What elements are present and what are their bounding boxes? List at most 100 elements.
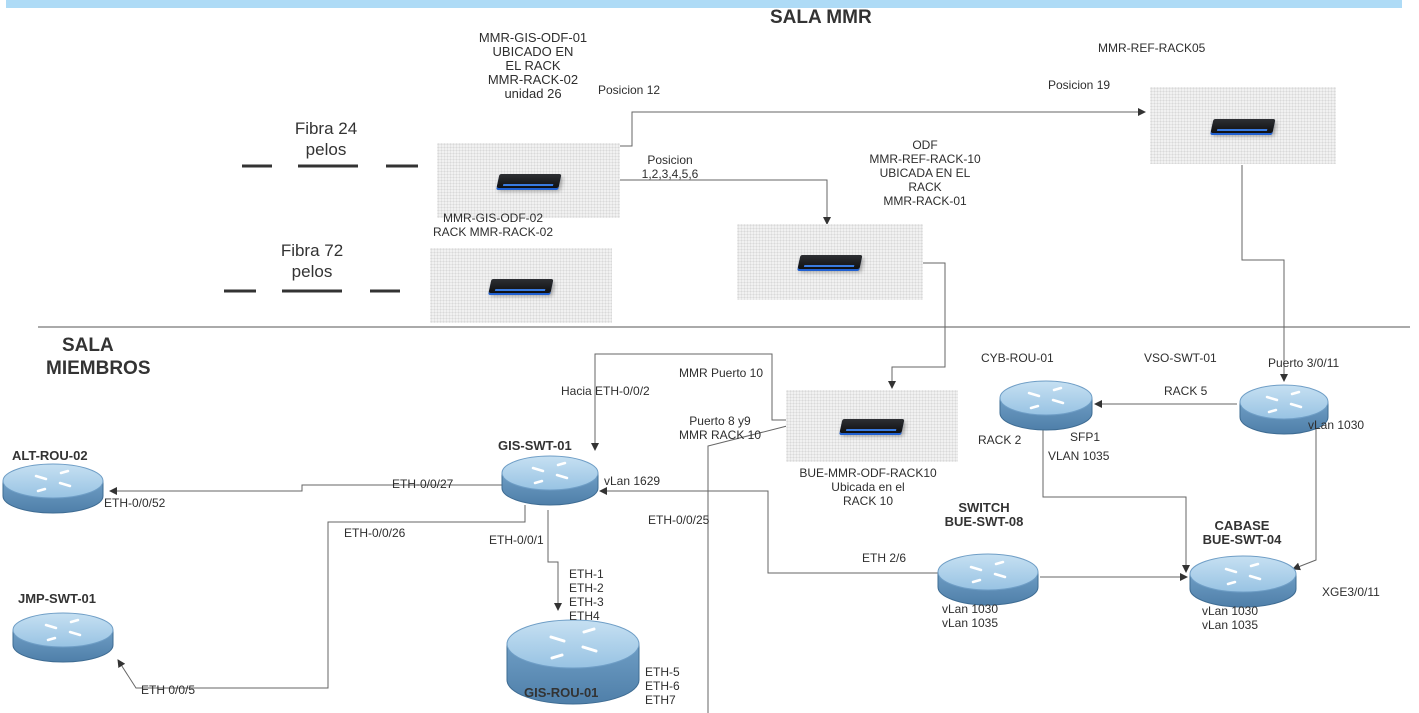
fiber-label-line: pelos	[291, 262, 333, 281]
odf-gis-02-box	[430, 248, 612, 323]
label-eth-0-0-5: ETH 0/0/5	[141, 683, 196, 697]
label-line: ETH7	[645, 693, 676, 707]
label-line: vLan 1030	[941, 602, 999, 616]
fiber-label-line: Fibra 24	[294, 119, 358, 138]
label-xge: XGE3/0/11	[1322, 585, 1380, 599]
label-eth-2-6: ETH 2/6	[862, 551, 907, 565]
fiber-label-line: Fibra 72	[280, 241, 344, 260]
device-label-vso-swt-01: VSO-SWT-01	[1144, 351, 1217, 365]
label-line: unidad 26	[504, 86, 562, 101]
switch-icon	[1189, 555, 1297, 608]
odf-bue-rack10-box	[786, 390, 958, 462]
label-line: UBICADA EN EL	[879, 166, 971, 180]
link-gis-swt-to-alt	[109, 484, 505, 495]
odf-device-icon	[496, 173, 561, 188]
fiber-label-line: pelos	[305, 140, 347, 159]
label-line: vLan 1035	[1201, 618, 1259, 632]
label-eth-1-4: ETH-1 ETH-2 ETH-3 ETH4	[569, 567, 604, 623]
label-line: 1,2,3,4,5,6	[641, 167, 699, 181]
odf-device-icon	[797, 255, 863, 269]
link-cyb-to-bue04	[1042, 420, 1190, 573]
device-label-bue-swt-08: SWITCH BUE-SWT-08	[945, 501, 1024, 529]
label-line: MMR-GIS-ODF-02	[442, 211, 543, 225]
label-posicion-1-6: Posicion 1,2,3,4,5,6	[642, 153, 699, 181]
link-odf01-to-rack10	[620, 179, 831, 225]
label-line: RACK	[908, 180, 942, 194]
label-line: ETH-2	[569, 581, 604, 595]
section-title-miembros: SALA MIEMBROS	[46, 334, 151, 380]
switch-icon	[1239, 384, 1329, 435]
odf-gis-01-box	[437, 143, 620, 218]
label-vlan-1629: vLan 1629	[604, 474, 661, 488]
label-eth-0-0-52: ETH-0/0/52	[104, 496, 166, 510]
odf-device-icon	[488, 278, 554, 293]
odf-ref-rack10-label: ODF MMR-REF-RACK-10 UBICADA EN EL RACK M…	[869, 138, 980, 208]
label-line: RACK MMR-RACK-02	[432, 225, 554, 239]
label-line: ODF	[912, 138, 938, 152]
label-line: BUE-MMR-ODF-RACK10	[799, 466, 937, 480]
label-eth-5-7: ETH-5 ETH-6 ETH7	[645, 665, 680, 707]
switch-icon	[12, 612, 114, 663]
section-title-line: MIEMBROS	[46, 358, 151, 379]
label-line: ETH-1	[569, 567, 604, 581]
link-vso-to-bue04	[1292, 424, 1317, 571]
label-rack-2: RACK 2	[978, 433, 1022, 447]
label-line: EL RACK	[505, 58, 561, 73]
device-label-cyb-rou-01: CYB-ROU-01	[981, 351, 1054, 365]
label-line: MMR-RACK-01	[883, 194, 967, 208]
link-sw08-to-gis-swt	[599, 487, 938, 574]
odf-device-icon	[839, 419, 905, 433]
odf-device-icon	[1210, 118, 1276, 133]
label-line: Puerto 8 y9	[689, 414, 751, 428]
odf-ref-rack10-box	[737, 224, 923, 300]
link-bue-odf-to-gis-rou	[707, 425, 788, 713]
label-line: ETH4	[569, 609, 600, 623]
link-bue-odf-to-gis-swt	[591, 353, 787, 451]
device-label-gis-swt-01: GIS-SWT-01	[498, 438, 572, 453]
label-hacia-eth: Hacia ETH-0/0/2	[561, 384, 650, 398]
label-vlan-1035: VLAN 1035	[1048, 449, 1110, 463]
label-line: Posicion	[647, 153, 693, 167]
link-rack05-to-vso	[1241, 165, 1288, 382]
odf-gis-01-label: MMR-GIS-ODF-01 UBICADO EN EL RACK MMR-RA…	[479, 31, 587, 101]
device-label-alt-rou-02: ALT-ROU-02	[12, 448, 88, 463]
top-bar	[6, 0, 1402, 8]
label-line: ETH-6	[645, 679, 680, 693]
section-title-line: SALA	[62, 335, 114, 356]
label-line: MMR-RACK-02	[487, 72, 579, 87]
label-line: MMR-GIS-ODF-01	[478, 30, 588, 45]
switch-icon	[937, 553, 1039, 606]
label-line: CABASE	[1214, 518, 1270, 533]
label-mmr-puerto-10: MMR Puerto 10	[679, 366, 764, 380]
label-vlan-1030-vso: vLan 1030	[1308, 418, 1365, 432]
label-puerto-8y9: Puerto 8 y9 MMR RACK 10	[679, 414, 761, 442]
link-odf01-to-rack05	[620, 108, 1146, 147]
odf-bue-rack10-label: BUE-MMR-ODF-RACK10 Ubicada en el RACK 10	[799, 466, 936, 508]
label-eth-0-0-27: ETH-0/0/27	[392, 477, 454, 491]
label-eth-0-0-1: ETH-0/0/1	[489, 533, 544, 547]
router-icon	[2, 463, 104, 514]
section-title-mmr: SALA MMR	[770, 7, 872, 28]
odf-ref-rack05-label: MMR-REF-RACK05	[1098, 41, 1206, 55]
label-line: BUE-SWT-04	[1202, 532, 1282, 547]
label-vlans-sw08: vLan 1030 vLan 1035	[942, 602, 998, 630]
device-label-gis-rou-01: GIS-ROU-01	[524, 685, 599, 700]
label-line: RACK 10	[842, 494, 894, 508]
router-icon	[999, 380, 1093, 431]
label-line: Ubicada en el	[831, 480, 905, 494]
fiber-72-label: Fibra 72 pelos	[281, 240, 343, 282]
label-puerto-3-0-11: Puerto 3/0/11	[1268, 356, 1340, 370]
label-line: BUE-SWT-08	[944, 514, 1024, 529]
odf-ref-rack05-box	[1150, 87, 1336, 164]
label-eth-0-0-26: ETH-0/0/26	[344, 526, 406, 540]
label-line: MMR-REF-RACK-10	[869, 152, 981, 166]
label-line: MMR RACK 10	[678, 428, 762, 442]
switch-icon	[501, 455, 599, 506]
device-label-bue-swt-04: CABASE BUE-SWT-04	[1203, 519, 1282, 547]
label-vlans-sw04: vLan 1030 vLan 1035	[1202, 604, 1258, 632]
label-line: vLan 1030	[1201, 604, 1259, 618]
label-rack-5: RACK 5	[1164, 384, 1208, 398]
label-eth-0-0-25: ETH-0/0/25	[648, 513, 710, 527]
link-gis-swt-to-gis-rou	[547, 510, 562, 611]
